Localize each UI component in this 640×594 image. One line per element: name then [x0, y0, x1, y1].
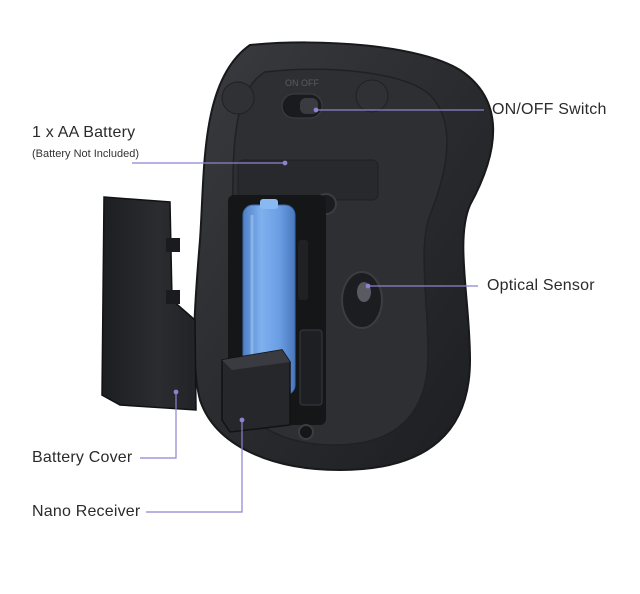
label-receiver: Nano Receiver [32, 503, 140, 521]
battery-cover [102, 197, 196, 410]
label-battery-note: (Battery Not Included) [32, 148, 139, 160]
cover-clip-bottom [166, 290, 180, 304]
foot-pad-left [222, 82, 254, 114]
label-switch: ON/OFF Switch [492, 101, 607, 119]
label-cover: Battery Cover [32, 449, 132, 467]
label-sensor: Optical Sensor [487, 277, 595, 295]
battery-positive-cap [260, 199, 278, 209]
screw-hole-bottom [299, 425, 313, 439]
receiver-slot [300, 330, 322, 405]
label-battery: 1 x AA Battery [32, 124, 135, 142]
side-bar [298, 240, 308, 300]
battery-bay-upper [238, 160, 378, 200]
cover-clip-top [166, 238, 180, 252]
switch-marking: ON OFF [285, 78, 319, 88]
foot-pad-right [356, 80, 388, 112]
